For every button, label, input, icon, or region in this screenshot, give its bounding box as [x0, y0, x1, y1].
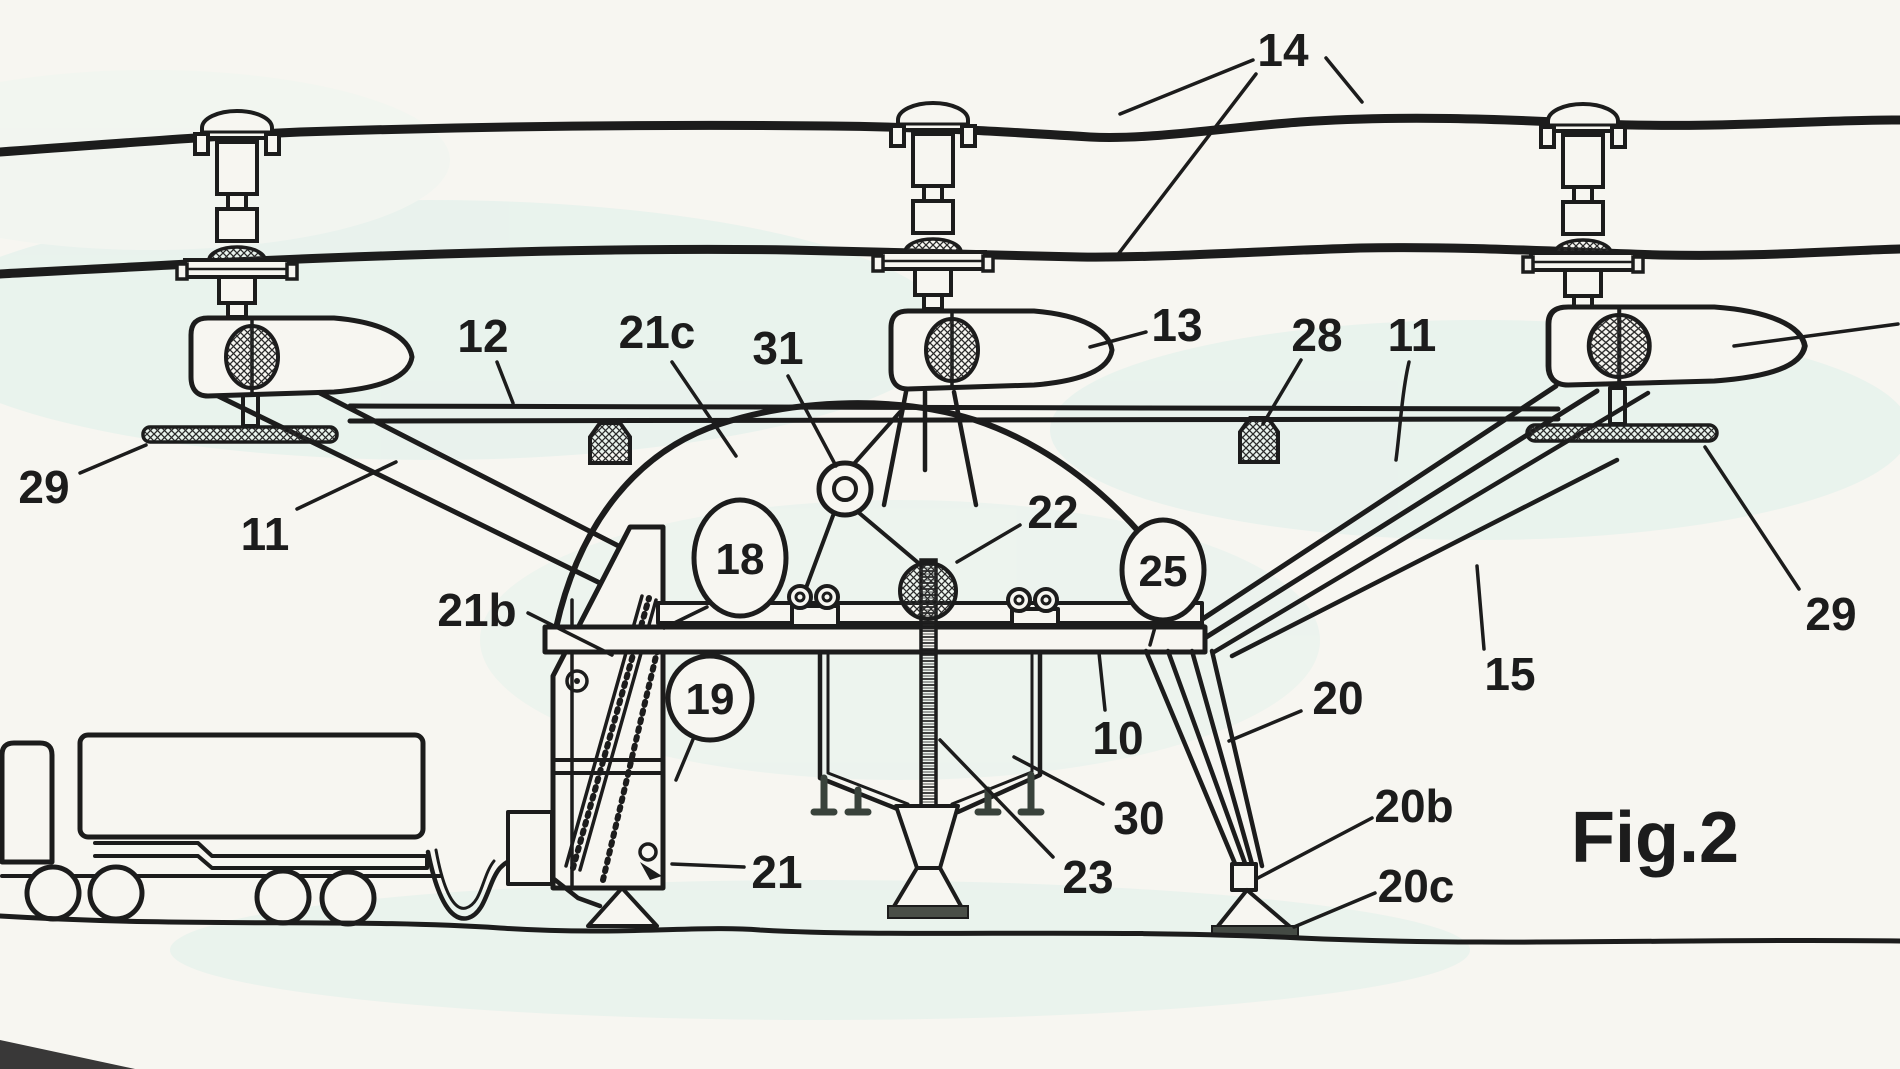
- blade-bar-left: [141, 425, 339, 444]
- cable-trolley-right: [1521, 102, 1645, 312]
- ground-line: [0, 913, 1900, 945]
- support-rail: [347, 403, 1561, 424]
- canopy-dome: [553, 400, 1206, 631]
- blade-bar-right: [1525, 423, 1719, 443]
- circle-18: [691, 497, 789, 619]
- label-14: 14: [1257, 24, 1309, 76]
- label-29-left: 29: [18, 461, 69, 513]
- label-23: 23: [1062, 851, 1113, 903]
- truck-box: [77, 732, 426, 840]
- label-20c: 20c: [1378, 860, 1455, 912]
- leader-edge-fragment: [1732, 322, 1900, 348]
- hatch-marker-right: [1238, 416, 1280, 464]
- circle-19: [665, 653, 755, 743]
- column-foot: [586, 886, 659, 928]
- truck-wheels: [24, 864, 377, 927]
- circled-labels: 18 19 25: [662, 497, 1207, 782]
- chassis-beam: [542, 624, 1208, 655]
- leader-21c: [670, 360, 738, 458]
- drive-belt: [804, 410, 924, 590]
- label-12: 12: [457, 310, 508, 362]
- label-20: 20: [1312, 672, 1363, 724]
- right-suspension-struts: [1195, 383, 1651, 659]
- screw-jack-foot: [887, 804, 969, 919]
- leader-22: [955, 523, 1022, 564]
- label-18: 18: [716, 535, 765, 584]
- leader-lines: [78, 56, 1900, 929]
- leader-23: [938, 738, 1055, 859]
- leader-21: [670, 862, 746, 869]
- leader-11-left: [295, 460, 398, 511]
- equipment-box: [506, 810, 554, 886]
- label-15: 15: [1484, 648, 1535, 700]
- leader-13: [1088, 330, 1148, 349]
- label-13: 13: [1151, 299, 1202, 351]
- label-22: 22: [1027, 486, 1078, 538]
- leader-21b: [526, 611, 614, 657]
- label-11-right: 11: [1388, 309, 1437, 361]
- corner-smudge: [0, 1040, 135, 1069]
- truck: [0, 732, 442, 927]
- leader-14-c: [1324, 56, 1364, 104]
- circle-25: [1119, 517, 1207, 623]
- leader-20: [1227, 709, 1303, 743]
- leader-28: [1261, 358, 1303, 426]
- rotor-pod-center: [891, 311, 1112, 389]
- leader-31: [786, 374, 838, 468]
- ankle-joint: [1230, 862, 1258, 892]
- landing-legs: [1143, 648, 1265, 869]
- cable-drum: [898, 561, 958, 621]
- label-21b: 21b: [437, 584, 516, 636]
- reference-labels: 14 12 21c 31 13 28 11 29 11 22 21b 10 20…: [18, 24, 1856, 912]
- hatch-marker-left: [588, 421, 632, 465]
- leader-11-right: [1394, 360, 1411, 462]
- leader-14-b: [1114, 72, 1258, 259]
- leader-10: [1097, 651, 1107, 712]
- leader-15: [1475, 564, 1486, 651]
- rotor-pod-left: [191, 318, 412, 396]
- leader-20b: [1254, 816, 1374, 881]
- leader-29-left: [78, 443, 148, 475]
- label-28: 28: [1291, 309, 1342, 361]
- roller-pair-left: [787, 584, 840, 628]
- drive-pulley: [816, 460, 874, 518]
- leader-12: [495, 360, 515, 405]
- leader-29-right: [1703, 445, 1801, 591]
- label-19: 19: [686, 675, 735, 724]
- rotor-pod-right: [1548, 307, 1804, 385]
- label-31: 31: [752, 322, 803, 374]
- label-30: 30: [1113, 792, 1164, 844]
- leader-14-a: [1118, 58, 1255, 116]
- lower-cable: [0, 243, 1900, 279]
- center-pylon: [881, 389, 979, 508]
- figure-caption: Fig.2: [1571, 798, 1739, 878]
- label-25: 25: [1139, 547, 1188, 596]
- truck-cab: [0, 740, 55, 865]
- hopper-legs: [810, 771, 1045, 816]
- leader-20c: [1292, 891, 1377, 929]
- label-21c: 21c: [619, 306, 696, 358]
- label-20b: 20b: [1374, 780, 1453, 832]
- label-29-right: 29: [1805, 588, 1856, 640]
- leader-30: [1012, 755, 1105, 806]
- label-11-left: 11: [241, 508, 290, 560]
- label-10: 10: [1092, 712, 1143, 764]
- label-21: 21: [751, 846, 802, 898]
- roller-pair-right: [1006, 587, 1060, 627]
